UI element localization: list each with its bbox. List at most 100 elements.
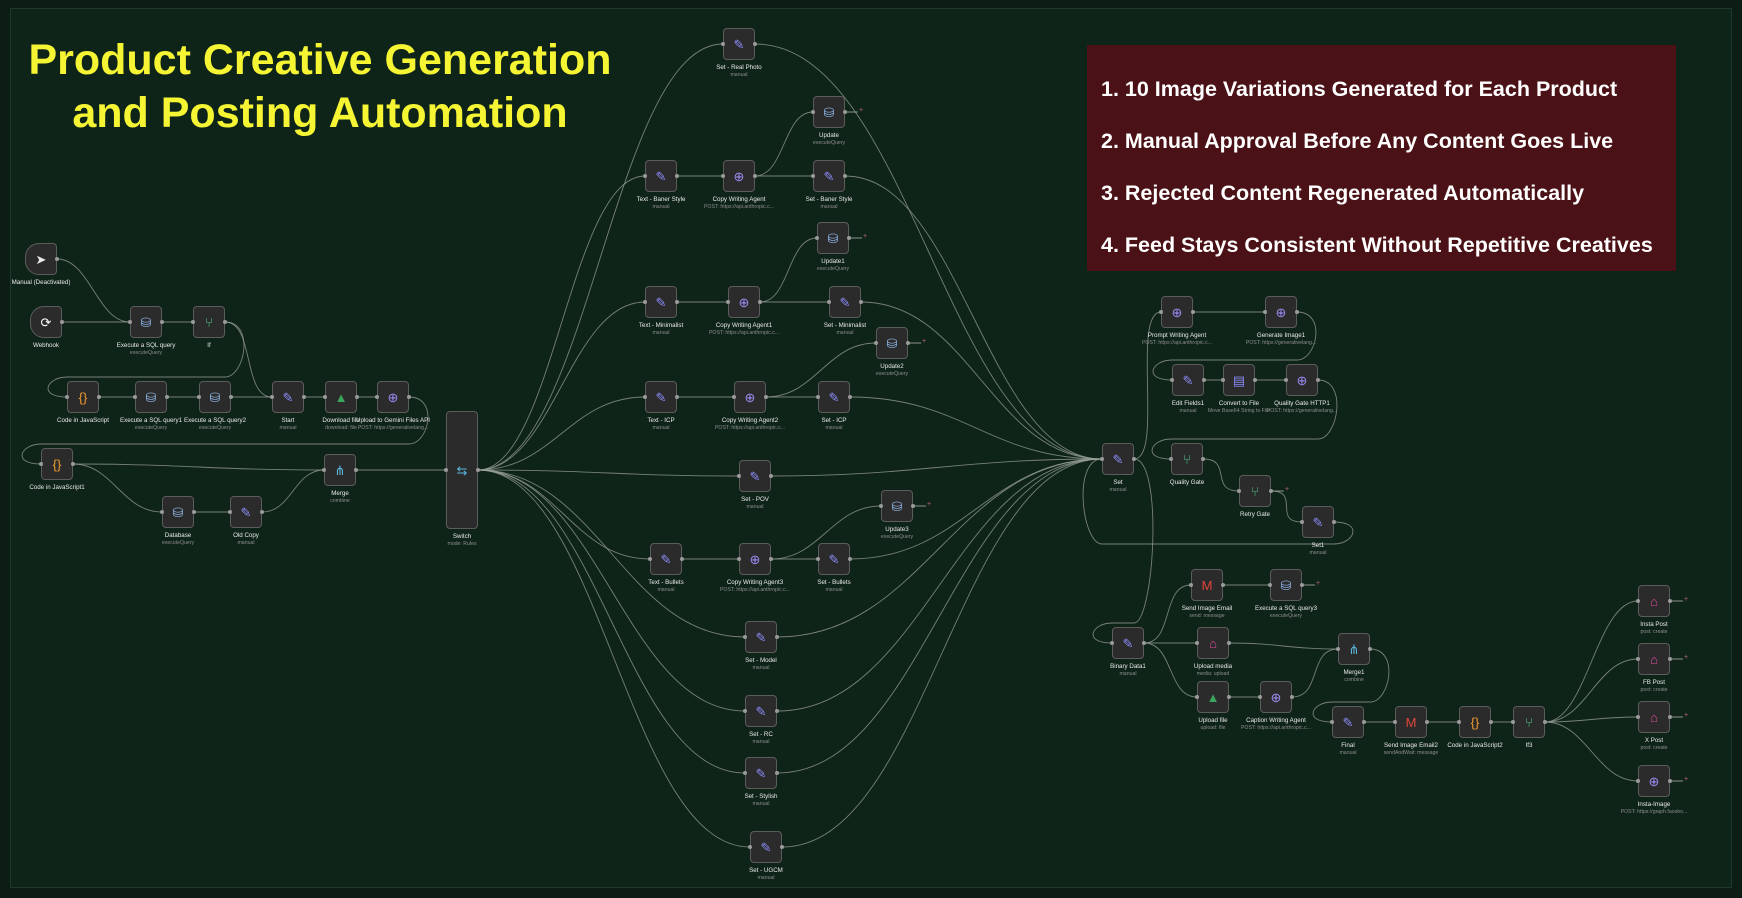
sticky-note[interactable]: 1. 10 Image Variations Generated for Eac…: [1087, 45, 1676, 271]
node-start[interactable]: ✎: [272, 381, 304, 413]
output-port[interactable]: [680, 557, 684, 561]
input-port[interactable]: [1511, 720, 1515, 724]
output-port[interactable]: [1489, 720, 1493, 724]
node-upload-gemini[interactable]: ⊕: [377, 381, 409, 413]
node-uploadmedia[interactable]: ⌂: [1197, 627, 1229, 659]
input-port[interactable]: [228, 510, 232, 514]
output-port[interactable]: [223, 320, 227, 324]
input-port[interactable]: [721, 42, 725, 46]
output-port[interactable]: [780, 845, 784, 849]
output-port[interactable]: [1227, 695, 1231, 699]
input-port[interactable]: [827, 300, 831, 304]
output-port[interactable]: [769, 557, 773, 561]
add-node-plus-icon[interactable]: +: [1684, 776, 1689, 783]
input-port[interactable]: [1110, 641, 1114, 645]
node-manual[interactable]: ➤: [25, 243, 57, 275]
add-node-plus-icon[interactable]: +: [1316, 580, 1321, 587]
node-set-model[interactable]: ✎: [745, 621, 777, 653]
output-port[interactable]: [906, 341, 910, 345]
output-port[interactable]: [675, 395, 679, 399]
output-port[interactable]: [843, 110, 847, 114]
output-port[interactable]: [1425, 720, 1429, 724]
node-codejs1[interactable]: {}: [41, 448, 73, 480]
output-port[interactable]: [848, 557, 852, 561]
node-set-pov[interactable]: ✎: [739, 460, 771, 492]
node-update[interactable]: ⛁: [813, 96, 845, 128]
input-port[interactable]: [65, 395, 69, 399]
output-port[interactable]: [753, 42, 757, 46]
node-sql3[interactable]: ⛁: [1270, 569, 1302, 601]
output-port[interactable]: [407, 395, 411, 399]
output-port[interactable]: [843, 174, 847, 178]
output-port[interactable]: [165, 395, 169, 399]
node-if[interactable]: ⑂: [193, 306, 225, 338]
node-merge1[interactable]: ⋔: [1338, 633, 1370, 665]
input-port[interactable]: [375, 395, 379, 399]
output-port[interactable]: [775, 709, 779, 713]
add-node-plus-icon[interactable]: +: [922, 338, 927, 345]
node-sql2[interactable]: ⛁: [199, 381, 231, 413]
output-port[interactable]: [753, 174, 757, 178]
node-convert[interactable]: ▤: [1223, 364, 1255, 396]
input-port[interactable]: [879, 504, 883, 508]
output-port[interactable]: [1191, 310, 1195, 314]
output-port[interactable]: [675, 174, 679, 178]
input-port[interactable]: [160, 510, 164, 514]
input-port[interactable]: [1330, 720, 1334, 724]
node-set-ugcm[interactable]: ✎: [750, 831, 782, 863]
node-sql1[interactable]: ⛁: [135, 381, 167, 413]
output-port[interactable]: [55, 257, 59, 261]
input-port[interactable]: [270, 395, 274, 399]
input-port[interactable]: [732, 395, 736, 399]
add-node-plus-icon[interactable]: +: [1285, 486, 1290, 493]
node-edit1[interactable]: ✎: [1172, 364, 1204, 396]
output-port[interactable]: [1668, 779, 1672, 783]
output-port[interactable]: [764, 395, 768, 399]
node-sql[interactable]: ⛁: [130, 306, 162, 338]
node-switch[interactable]: ⇆: [446, 411, 478, 529]
node-update1[interactable]: ⛁: [817, 222, 849, 254]
add-node-plus-icon[interactable]: +: [863, 233, 868, 240]
output-port[interactable]: [847, 236, 851, 240]
input-port[interactable]: [323, 395, 327, 399]
input-port[interactable]: [643, 395, 647, 399]
node-instaimg[interactable]: ⊕: [1638, 765, 1670, 797]
node-set-bul[interactable]: ✎: [818, 543, 850, 575]
input-port[interactable]: [1237, 489, 1241, 493]
output-port[interactable]: [97, 395, 101, 399]
node-real-photo[interactable]: ✎: [723, 28, 755, 60]
output-port[interactable]: [160, 320, 164, 324]
output-port[interactable]: [302, 395, 306, 399]
input-port[interactable]: [1195, 695, 1199, 699]
input-port[interactable]: [815, 236, 819, 240]
output-port[interactable]: [1132, 457, 1136, 461]
input-port[interactable]: [748, 845, 752, 849]
node-text-bul[interactable]: ✎: [650, 543, 682, 575]
add-node-plus-icon[interactable]: +: [1684, 654, 1689, 661]
input-port[interactable]: [648, 557, 652, 561]
node-text-icp[interactable]: ✎: [645, 381, 677, 413]
input-port[interactable]: [1221, 378, 1225, 382]
node-set-baner[interactable]: ✎: [813, 160, 845, 192]
add-node-plus-icon[interactable]: +: [859, 107, 864, 114]
output-port[interactable]: [1668, 657, 1672, 661]
node-cwa1[interactable]: ⊕: [728, 286, 760, 318]
output-port[interactable]: [1332, 520, 1336, 524]
node-set-stylish[interactable]: ✎: [745, 757, 777, 789]
input-port[interactable]: [444, 468, 448, 472]
node-if3[interactable]: ⑂: [1513, 706, 1545, 738]
input-port[interactable]: [643, 174, 647, 178]
input-port[interactable]: [737, 557, 741, 561]
output-port[interactable]: [911, 504, 915, 508]
node-codejs2[interactable]: {}: [1459, 706, 1491, 738]
output-port[interactable]: [1142, 641, 1146, 645]
output-port[interactable]: [1269, 489, 1273, 493]
input-port[interactable]: [1457, 720, 1461, 724]
output-port[interactable]: [476, 468, 480, 472]
output-port[interactable]: [60, 320, 64, 324]
add-node-plus-icon[interactable]: +: [1684, 596, 1689, 603]
input-port[interactable]: [816, 557, 820, 561]
input-port[interactable]: [1195, 641, 1199, 645]
node-qghttp[interactable]: ⊕: [1286, 364, 1318, 396]
node-text-min[interactable]: ✎: [645, 286, 677, 318]
